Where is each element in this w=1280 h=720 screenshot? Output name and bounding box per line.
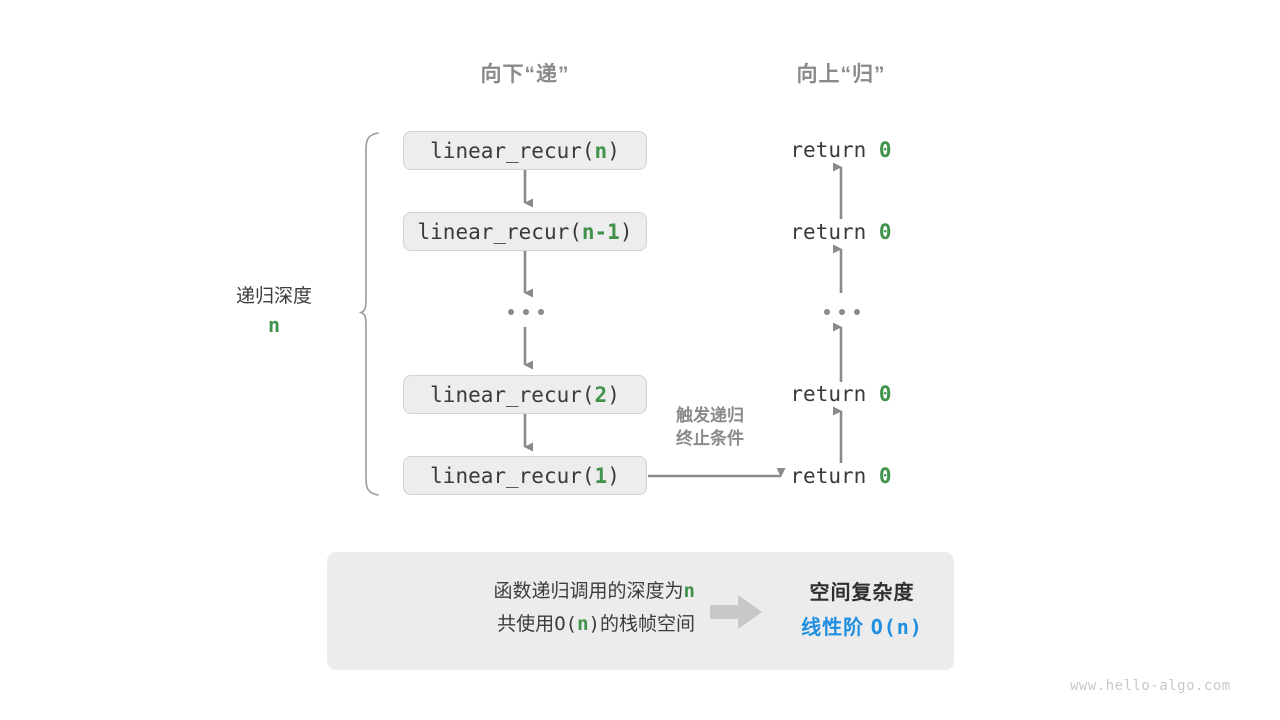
return-label-2: return 0 [790,220,892,244]
right-block-arrow-icon [710,595,762,629]
return-value-1: 0 [878,138,892,162]
call-stack-ellipsis [508,309,544,315]
call-frame-param-3: 2 [594,382,608,407]
return-label-4: return 0 [790,464,892,488]
summary-line-1: 函数递归调用的深度为n [493,580,695,602]
return-label-1: return 0 [790,138,892,162]
recursion-depth-value: n [267,312,281,337]
call-frame-box-3: linear_recur(2) [403,375,647,414]
call-frame-param-2: n-1 [581,219,620,244]
base-case-annotation: 触发递归 终止条件 [655,405,765,451]
ellipsis-dot [839,309,845,315]
summary-description: 函数递归调用的深度为n 共使用O(n)的栈帧空间 [370,575,695,642]
call-frame-param-4: 1 [594,463,608,488]
recursion-depth-annotation: 递归深度 n [174,283,374,340]
summary-line-2: 共使用O(n)的栈帧空间 [497,613,695,636]
call-frame-box-2: linear_recur(n-1) [403,212,647,251]
summary-conclusion-result: 线性阶 O(n) [782,610,942,645]
return-value-4: 0 [878,464,892,488]
call-frame-param-1: n [594,138,608,163]
return-stack-ellipsis [824,309,860,315]
summary-order-label: 线性阶 [801,617,865,639]
call-frame-text-3: linear_recur(2) [430,382,620,407]
summary-conclusion: 空间复杂度 线性阶 O(n) [782,576,942,645]
return-value-3: 0 [878,382,892,406]
ellipsis-dot [523,309,529,315]
base-case-line-1: 触发递归 [676,406,744,425]
ellipsis-dot [508,309,514,315]
ellipsis-dot [854,309,860,315]
return-value-2: 0 [878,220,892,244]
base-case-line-2: 终止条件 [676,428,744,448]
summary-panel: 函数递归调用的深度为n 共使用O(n)的栈帧空间 空间复杂度 线性阶 O(n) [327,552,954,670]
return-label-3: return 0 [790,382,892,406]
call-frame-box-4: linear_recur(1) [403,456,647,495]
call-frame-text-2: linear_recur(n-1) [417,219,633,244]
ellipsis-dot [538,309,544,315]
column-header-descend: 向下“递” [480,63,570,86]
ellipsis-dot [824,309,830,315]
recursion-depth-label: 递归深度 [235,286,312,307]
summary-line-1-var: n [683,580,695,602]
watermark: www.hello-algo.com [1070,678,1231,694]
call-frame-box-1: linear_recur(n) [403,131,647,170]
summary-line-2-var: n [577,613,589,636]
summary-conclusion-title: 空间复杂度 [809,582,915,604]
call-frame-text-1: linear_recur(n) [430,138,620,163]
summary-order-value: O(n) [870,615,923,639]
column-header-ascend: 向上“归” [796,63,886,86]
call-frame-text-4: linear_recur(1) [430,463,620,488]
